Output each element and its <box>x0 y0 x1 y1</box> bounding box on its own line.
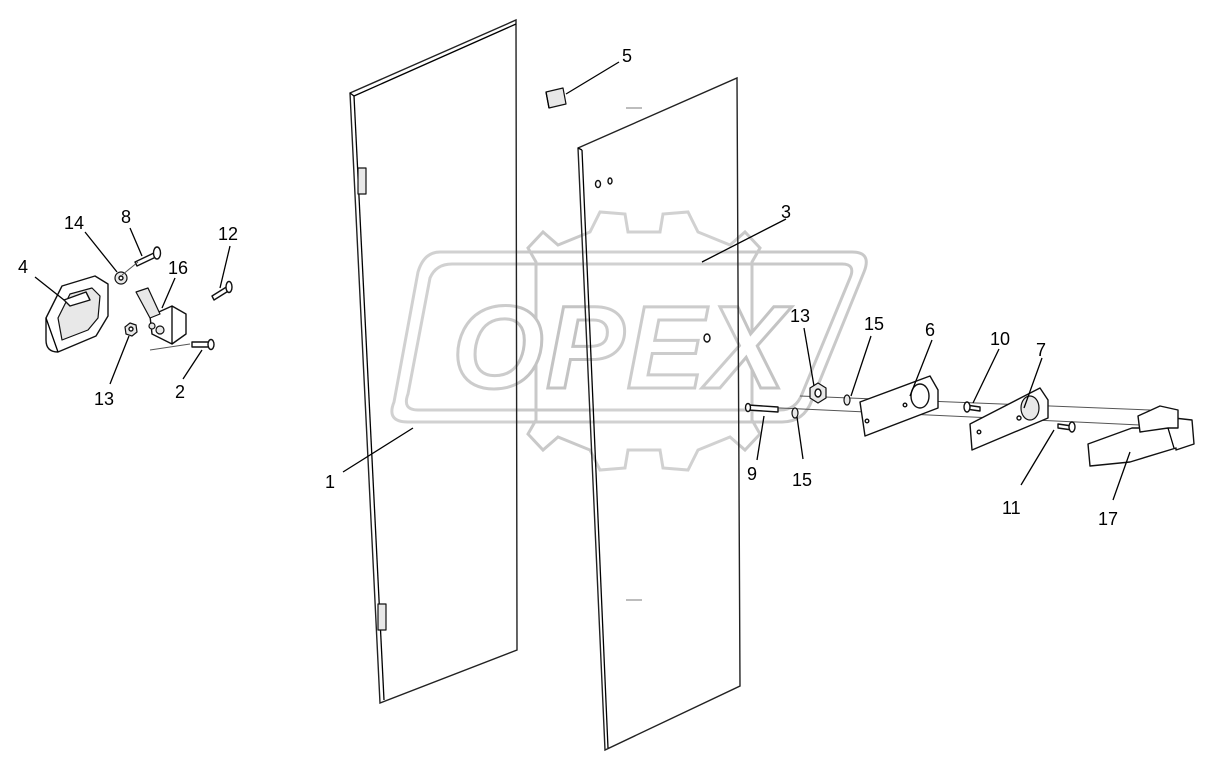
upper-hinge <box>357 167 367 195</box>
callout-1: 1 <box>325 472 335 492</box>
part-11-screw <box>1057 421 1076 433</box>
part-6-plate <box>859 375 939 437</box>
callout-13-left: 13 <box>94 389 114 409</box>
callout-8: 8 <box>121 207 131 227</box>
callout-3: 3 <box>781 202 791 222</box>
latch-hole <box>703 333 711 343</box>
callout-11: 11 <box>1002 498 1021 518</box>
callout-14: 14 <box>64 213 84 233</box>
part-9-pin <box>744 402 779 413</box>
callout-labels: 1 2 3 4 5 6 7 8 9 10 11 12 13 13 14 15 1… <box>18 46 1118 529</box>
watermark-logo-text: OPEX <box>452 282 792 414</box>
callout-7: 7 <box>1036 340 1046 360</box>
watermark-badge-inner <box>404 262 854 412</box>
callout-5: 5 <box>622 46 632 66</box>
callout-4: 4 <box>18 257 28 277</box>
callout-10: 10 <box>990 329 1010 349</box>
assembly-line <box>121 261 139 276</box>
callout-6: 6 <box>925 320 935 340</box>
part-4-handle-housing <box>45 275 109 353</box>
part-13-nut-left <box>124 322 138 337</box>
watermark-badge-outer <box>390 250 868 424</box>
assembly-line <box>149 343 191 351</box>
part-14-washer <box>114 271 128 285</box>
part-8-bolt <box>134 246 162 267</box>
part-7-plate <box>969 387 1049 451</box>
callout-13-right: 13 <box>790 306 810 326</box>
glass-hole <box>594 179 602 189</box>
callout-12: 12 <box>218 224 238 244</box>
lower-hinge <box>377 603 387 631</box>
leader-lines <box>34 61 1131 501</box>
part-1-door-glass <box>349 18 518 705</box>
part-15-washer-lower <box>791 407 799 419</box>
part-10-screw <box>963 401 981 413</box>
part-17-outer-handle <box>1087 405 1195 467</box>
part-3-side-glass <box>577 76 741 752</box>
watermark-gear <box>526 210 762 472</box>
part-15-washer-upper <box>843 394 851 406</box>
assembly-axis <box>759 406 1141 426</box>
callout-15-lower: 15 <box>792 470 812 490</box>
opex-watermark: OPEX <box>390 210 868 472</box>
glass-hole <box>607 177 613 185</box>
callout-15-upper: 15 <box>864 314 884 334</box>
part-5-bumper-block <box>545 87 567 109</box>
callout-16: 16 <box>168 258 188 278</box>
part-16-lever-latch <box>135 287 187 345</box>
part-13-nut-right <box>809 382 827 404</box>
callout-9: 9 <box>747 464 757 484</box>
part-2-bolt <box>191 338 215 351</box>
part-12-screw <box>211 280 233 301</box>
assembly-axis <box>799 395 1151 411</box>
callout-2: 2 <box>175 382 185 402</box>
callout-17: 17 <box>1098 509 1118 529</box>
